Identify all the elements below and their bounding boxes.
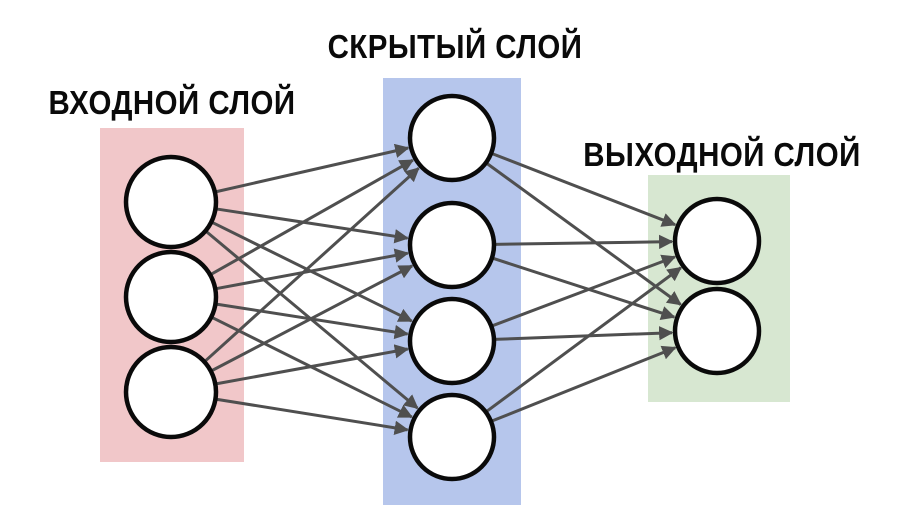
neuron-input-1 [123,154,219,250]
neuron-hidden-3 [407,296,497,386]
connection-arrow-input-to-hidden [203,167,420,363]
connection-arrow-input-to-hidden [214,248,410,291]
connection-arrow-input-to-hidden [215,207,409,244]
connection-arrow-hidden-to-output [490,151,677,227]
neuron-hidden-1 [407,93,497,183]
connection-arrow-hidden-to-output [493,325,674,341]
neuron-output-2 [672,286,762,376]
connection-arrow-hidden-to-output [490,254,677,328]
neuron-output-1 [672,196,762,286]
connection-arrow-input-to-hidden [210,264,414,373]
connection-arrow-hidden-to-output [491,256,676,320]
layer-label-input: ВХОДНОЙ СЛОЙ [48,84,296,122]
connection-arrow-hidden-to-output [485,161,682,306]
connection-arrow-input-to-hidden [214,143,410,194]
neuron-hidden-4 [407,392,497,482]
connection-arrow-hidden-to-output [484,266,682,414]
layer-label-hidden: СКРЫТЫЙ СЛОЙ [327,28,583,66]
layer-label-output: ВЫХОДНОЙ СЛОЙ [583,136,861,174]
connection-arrow-input-to-hidden [209,158,415,277]
neuron-input-3 [123,344,219,440]
connection-arrow-hidden-to-output [493,234,674,250]
connection-arrow-hidden-to-output [490,345,677,423]
neuron-hidden-2 [407,200,497,290]
connection-arrow-input-to-hidden [215,344,410,386]
connection-arrow-input-to-hidden [215,397,409,435]
neuron-input-2 [123,249,219,345]
